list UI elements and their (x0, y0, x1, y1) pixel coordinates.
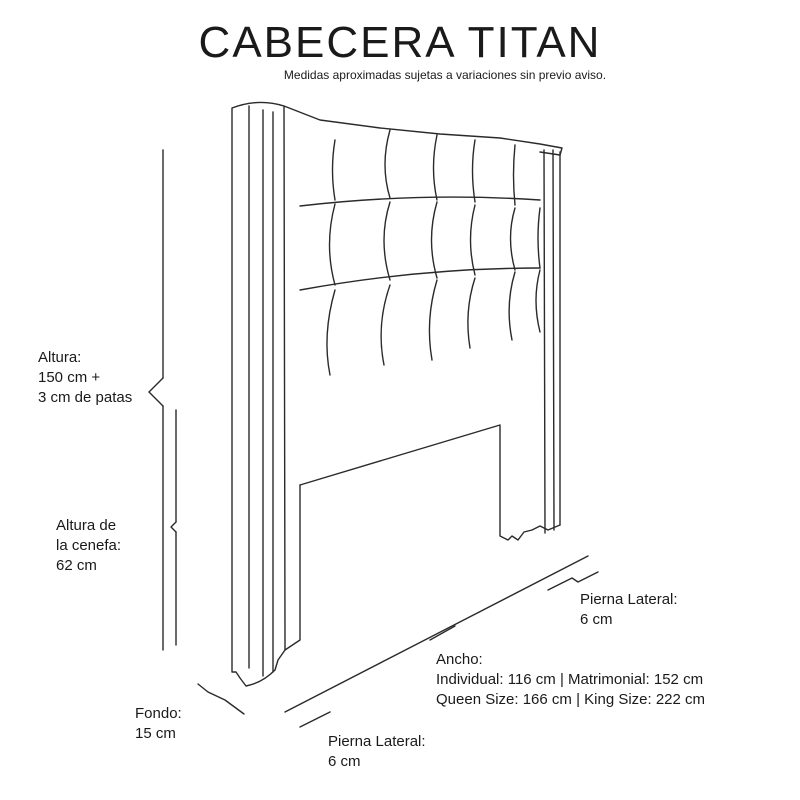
side-leg-label-bottom: Pierna Lateral: 6 cm (328, 733, 426, 770)
depth-label: Fondo: 15 cm (135, 705, 182, 742)
depth-dimension-line (197, 683, 245, 715)
width-dimension-line (284, 555, 599, 728)
skirt-height-label: Altura de la cenefa: 62 cm (56, 517, 122, 574)
page-subtitle: Medidas aproximadas sujetas a variacione… (283, 68, 607, 82)
tufted-panel (299, 129, 541, 376)
height-dimension-line (148, 149, 177, 651)
width-label: Ancho: Individual: 116 cm | Matrimonial:… (436, 651, 706, 708)
height-label: Altura: 150 cm + 3 cm de patas (38, 349, 133, 406)
left-post (231, 101, 286, 687)
headboard-top (283, 105, 563, 534)
page-title: CABECERA TITAN (198, 18, 602, 67)
side-leg-label-right: Pierna Lateral: 6 cm (580, 591, 678, 628)
headboard-skirt (284, 424, 561, 651)
